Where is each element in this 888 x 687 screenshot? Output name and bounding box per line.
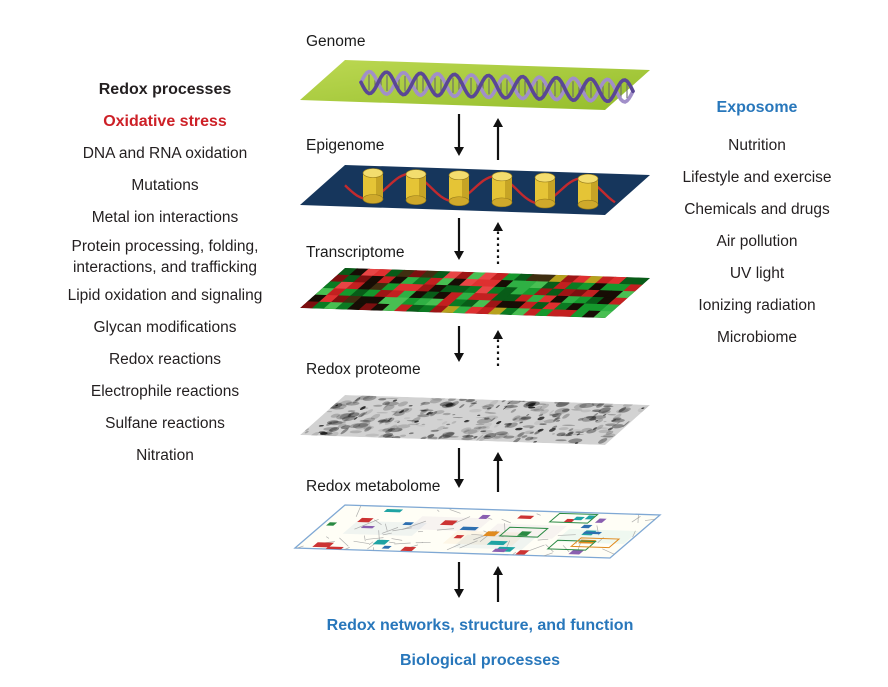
left-column-title: Redox processes: [98, 81, 232, 98]
redox-process-item: Redox reactions: [108, 351, 221, 368]
redox-process-item: Sulfane reactions: [105, 415, 225, 432]
layer-label-redox-metabolome: Redox metabolome: [306, 478, 441, 495]
layer-label-epigenome: Epigenome: [306, 137, 385, 154]
exposome-item: Nutrition: [728, 137, 786, 154]
redox-process-item: Lipid oxidation and signaling: [67, 287, 263, 304]
footer-line-networks: Redox networks, structure, and function: [326, 617, 634, 634]
metabolic-map-illustration: [285, 505, 666, 566]
arrow-pair-metabolome-networks: [454, 562, 503, 602]
arrow-pair-proteome-metabolome: [454, 448, 503, 492]
epigenome-plane: [300, 165, 650, 215]
exposome-item: Microbiome: [716, 329, 798, 346]
exposome-item: Chemicals and drugs: [684, 201, 830, 218]
microarray-heatmap-illustration: [300, 268, 650, 318]
arrow-pair-transcriptome-proteome: [454, 326, 503, 366]
redox-metabolome-plane: [285, 504, 666, 566]
redox-proteome-plane: [300, 395, 650, 445]
left-column-subtitle: Oxidative stress: [103, 113, 227, 130]
redox-process-item: Metal ion interactions: [91, 209, 239, 226]
arrow-pair-epigenome-transcriptome: [454, 218, 503, 264]
right-column-title: Exposome: [716, 99, 798, 116]
redox-process-item: Nitration: [136, 447, 194, 464]
redox-process-item: Electrophile reactions: [90, 383, 240, 400]
layer-label-genome: Genome: [306, 33, 366, 50]
exposome-item: Air pollution: [716, 233, 798, 250]
exposome-item: Lifestyle and exercise: [682, 169, 832, 186]
genome-plane: [300, 60, 650, 110]
arrow-pair-genome-epigenome: [454, 114, 503, 160]
redox-process-item: Mutations: [131, 177, 199, 194]
exposome-list: Exposome Nutrition Lifestyle and exercis…: [652, 92, 862, 354]
footer-line-biological: Biological processes: [399, 652, 561, 669]
dna-helix-illustration: [359, 69, 635, 104]
omics-layers-diagram: [285, 60, 666, 602]
transcriptome-plane: [300, 268, 650, 318]
footer: Redox networks, structure, and function …: [230, 608, 730, 678]
redox-process-item: Glycan modifications: [93, 319, 237, 336]
redox-process-item: DNA and RNA oxidation: [82, 145, 248, 162]
exposome-item: Ionizing radiation: [698, 297, 816, 314]
exposome-item: UV light: [729, 265, 785, 282]
nucleosomes-illustration: [344, 168, 616, 210]
redox-processes-list: Redox processes Oxidative stress DNA and…: [22, 74, 308, 472]
redox-process-item: Protein processing, folding, interaction…: [71, 238, 259, 276]
layer-label-redox-proteome: Redox proteome: [306, 361, 421, 378]
gel-image-illustration: [304, 395, 650, 444]
layer-label-transcriptome: Transcriptome: [306, 244, 405, 261]
